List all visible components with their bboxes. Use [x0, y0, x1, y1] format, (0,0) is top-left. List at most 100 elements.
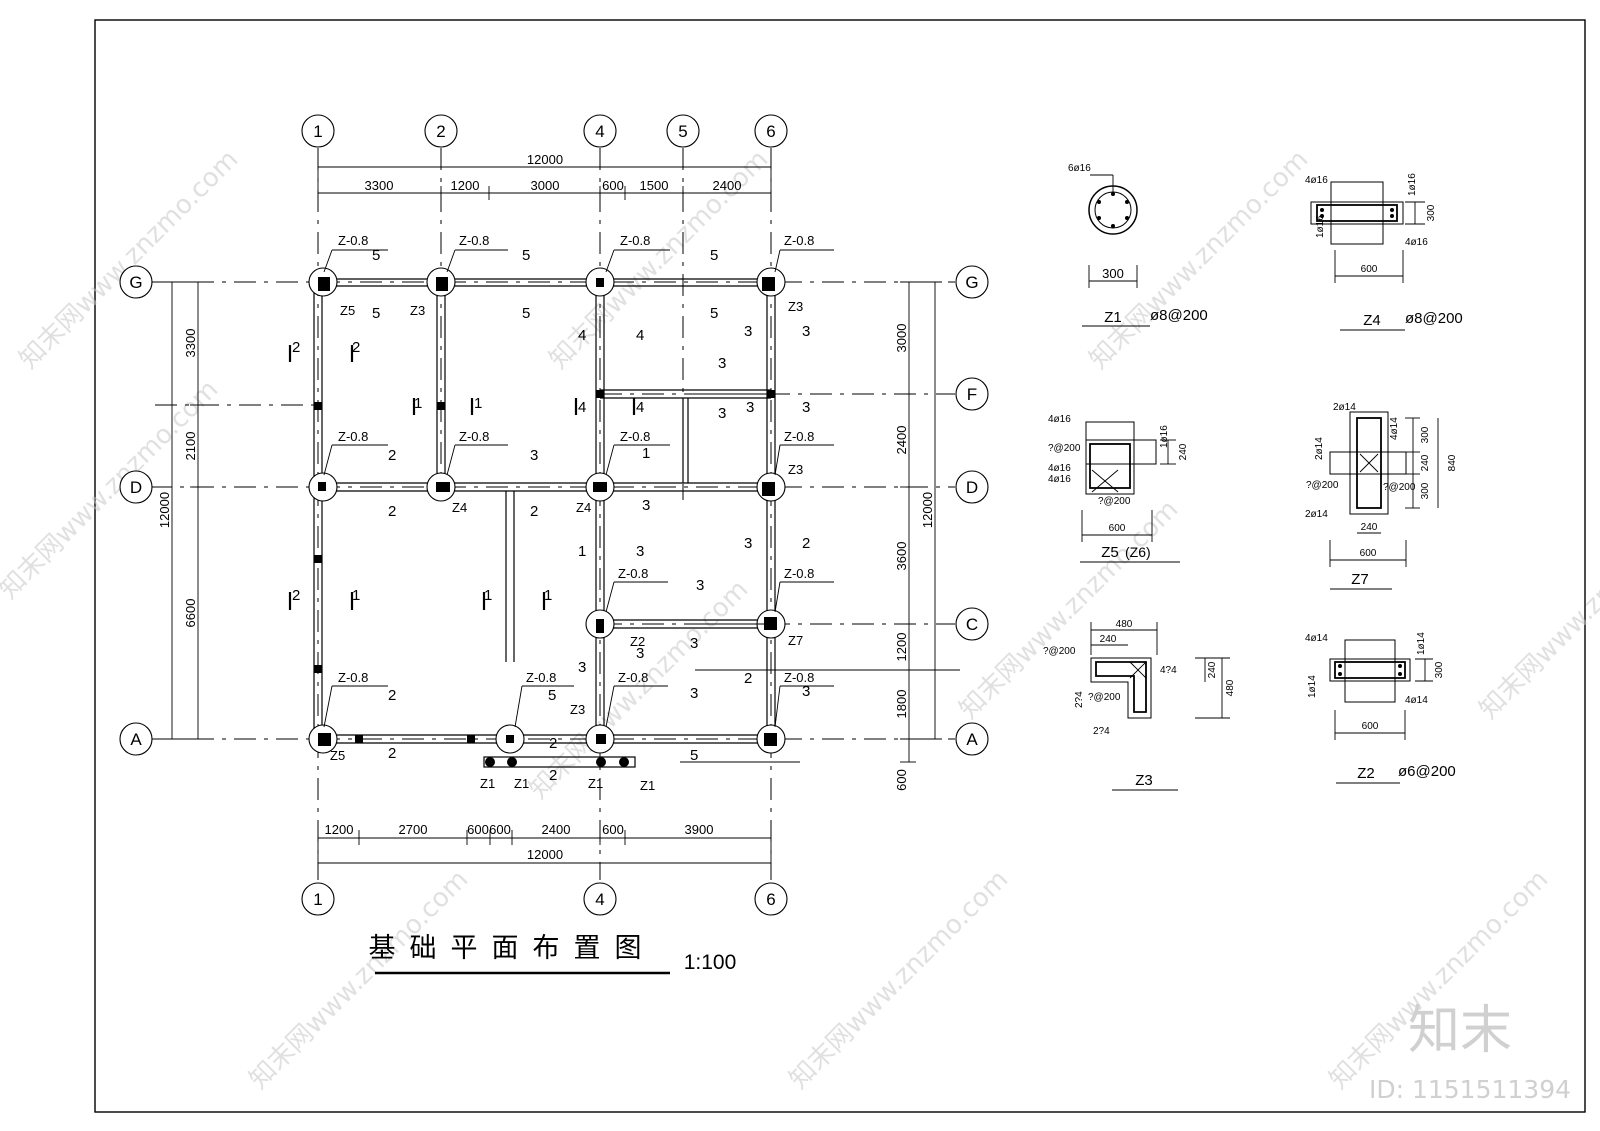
detail-name: Z5 [1101, 544, 1119, 561]
axis-label: A [966, 730, 978, 749]
detail-dim: 480 [1225, 679, 1236, 696]
axis-label: G [129, 273, 142, 292]
dimension-value: 1200 [451, 178, 480, 193]
detail-dim: 300 [1420, 482, 1431, 499]
section-mark: 3 [636, 645, 644, 662]
depth-tag: Z-0.8 [338, 429, 368, 444]
section-mark: 2 [292, 339, 300, 356]
section-mark: 4 [636, 399, 644, 416]
section-mark: 3 [746, 399, 754, 416]
detail-dim: 240 [1207, 661, 1218, 678]
detail-z5: 4ø16 1ø16 ?@200 4ø16 4ø16 ?@200 240 600 … [1048, 414, 1189, 563]
brand-logo: 知末 [1408, 1001, 1512, 1061]
section-mark: 2 [292, 587, 300, 604]
depth-tag: Z-0.8 [620, 429, 650, 444]
dimension-bottom: 1200 2700 600 600 2400 600 3900 12000 [317, 822, 772, 870]
section-mark: 4 [578, 327, 586, 344]
dimension-value: 1500 [640, 178, 669, 193]
drawing-title: 基础平面布置图 [369, 933, 656, 964]
section-mark: 5 [710, 247, 718, 264]
axis-label: 1 [313, 890, 322, 909]
section-mark: 3 [642, 497, 650, 514]
brand-block: 知末 ID: 1151511394 [1369, 1001, 1571, 1104]
detail-dim: 300 [1426, 204, 1437, 221]
detail-rebar: 4ø16 [1305, 175, 1328, 186]
column-tags: Z5 Z3 Z3 Z4 Z4 Z3 Z7 Z2 Z5 Z3 Z1 Z1 Z1 Z… [330, 299, 803, 793]
detail-spec: ø8@200 [1150, 307, 1208, 324]
detail-rebar: 1ø14 [1307, 675, 1318, 698]
detail-rebar: 6ø16 [1068, 163, 1091, 174]
detail-dim: 480 [1116, 619, 1133, 630]
column-tag: Z1 [640, 778, 655, 793]
detail-rebar: 4ø14 [1389, 417, 1400, 440]
detail-z1: 6ø16 300 Z1 ø8@200 [1068, 163, 1208, 327]
depth-tag: Z-0.8 [459, 429, 489, 444]
detail-rebar: ?@200 [1048, 443, 1081, 454]
detail-rebar: 4ø16 [1048, 414, 1071, 425]
depth-tag: Z-0.8 [784, 566, 814, 581]
column-tag: Z4 [452, 500, 467, 515]
detail-rebar: 2ø14 [1333, 402, 1356, 413]
detail-rebar: 2ø14 [1314, 437, 1325, 460]
dimension-left: 12000 3300 2100 6600 [157, 281, 205, 740]
axis-label: 6 [766, 890, 775, 909]
watermark-text: 知末网www.znzmo.com [0, 374, 224, 605]
depth-tag: Z-0.8 [784, 233, 814, 248]
bottom-axis-bubbles: 1 4 6 [301, 882, 788, 916]
section-mark: 4 [578, 399, 586, 416]
section-mark: 2 [549, 767, 557, 784]
detail-rebar: ?@200 [1088, 692, 1121, 703]
dimension-value: 2400 [894, 426, 909, 455]
watermark-text: 知末网www.znzmo.com [954, 494, 1185, 725]
watermark-text: 知末网www.znzmo.com [784, 864, 1015, 1095]
depth-tag: Z-0.8 [618, 670, 648, 685]
dimension-value: 600 [602, 822, 624, 837]
axis-label: G [965, 273, 978, 292]
section-mark: 5 [710, 305, 718, 322]
detail-size: 300 [1102, 266, 1124, 281]
detail-rebar: 1ø16 [1407, 173, 1418, 196]
section-mark: 5 [548, 687, 556, 704]
section-mark: 1 [414, 395, 422, 412]
depth-tag: Z-0.8 [620, 233, 650, 248]
top-axis-bubbles: 1 2 4 5 6 [301, 114, 788, 148]
column-markers [308, 267, 786, 767]
detail-dim: 840 [1447, 454, 1458, 471]
dimension-value: 2700 [399, 822, 428, 837]
section-mark: 1 [642, 445, 650, 462]
detail-dim: 240 [1100, 634, 1117, 645]
detail-dim: 240 [1420, 454, 1431, 471]
column-tag: Z2 [630, 634, 645, 649]
depth-tag: Z-0.8 [618, 566, 648, 581]
column-tag: Z1 [514, 776, 529, 791]
detail-name: Z7 [1351, 571, 1369, 588]
section-mark: 1 [474, 395, 482, 412]
dimension-value: 12000 [527, 847, 563, 862]
dimension-value: 3600 [894, 542, 909, 571]
axis-label: F [967, 385, 977, 404]
depth-tag: Z-0.8 [526, 670, 556, 685]
dimension-value: 600 [489, 822, 511, 837]
dimension-top: 12000 3300 1200 3000 600 1500 2400 [317, 152, 772, 200]
axis-label: 5 [678, 122, 687, 141]
dimension-value: 3300 [365, 178, 394, 193]
section-mark: 3 [690, 635, 698, 652]
watermark-text: 知末网www.znzmo.com [1084, 144, 1315, 375]
detail-dim: 600 [1362, 721, 1379, 732]
dimension-value: 12000 [157, 492, 172, 528]
depth-tag: Z-0.8 [784, 670, 814, 685]
right-axis-bubbles: G F D C A [955, 265, 989, 756]
dimension-value: 6600 [183, 599, 198, 628]
detail-rebar: 4ø14 [1305, 633, 1328, 644]
column-tag: Z3 [570, 702, 585, 717]
detail-z2: 4ø14 1ø14 1ø14 4ø14 300 600 Z2 ø6@200 [1305, 632, 1456, 784]
detail-name: Z1 [1104, 309, 1122, 326]
section-mark: 2 [388, 745, 396, 762]
dimension-value: 1200 [325, 822, 354, 837]
section-mark: 3 [530, 447, 538, 464]
section-mark: 5 [372, 247, 380, 264]
column-tag: Z7 [788, 633, 803, 648]
dimension-value: 3000 [531, 178, 560, 193]
section-mark: 1 [544, 587, 552, 604]
detail-dim: 240 [1361, 522, 1378, 533]
